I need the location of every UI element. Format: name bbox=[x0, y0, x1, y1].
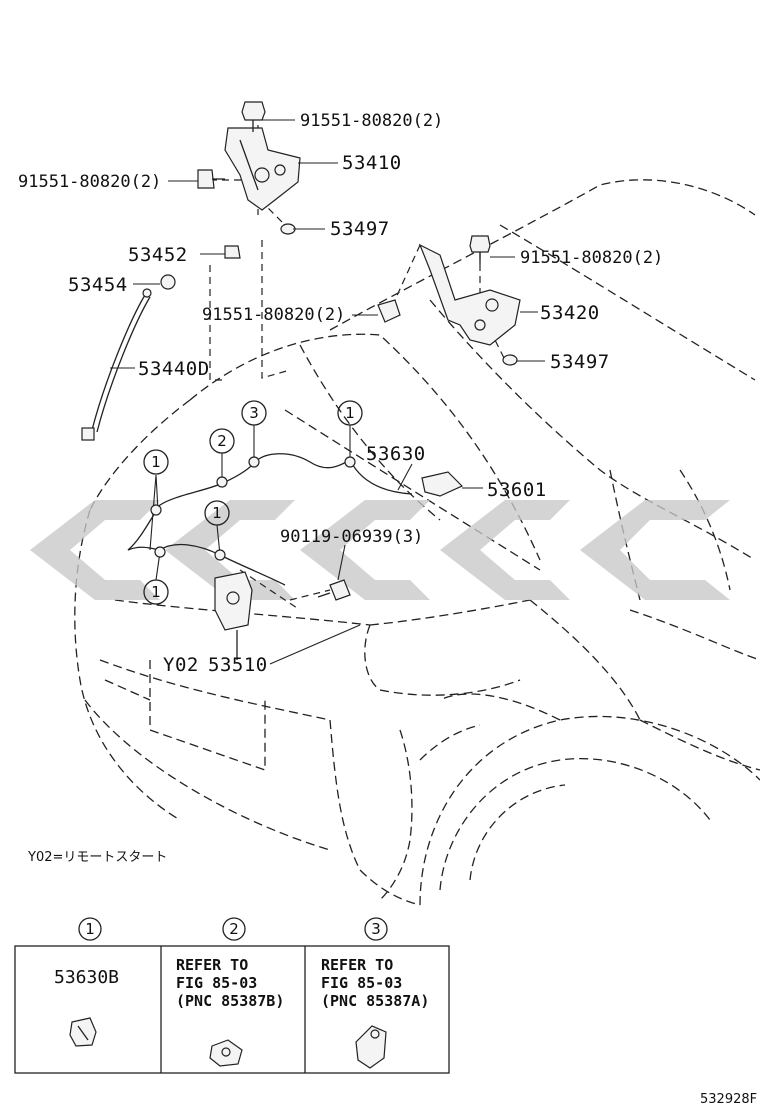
part-53454-icon bbox=[160, 274, 176, 290]
hinge-right-assembly[interactable] bbox=[418, 243, 521, 346]
label-lock-prefix[interactable]: Y02 bbox=[163, 654, 199, 676]
remote-start-note: Y02=リモートスタート bbox=[27, 850, 167, 865]
figure-code: 532928F bbox=[700, 1092, 757, 1107]
legend-col3-line2: FIG 85-03 bbox=[321, 974, 402, 992]
car-body-outline bbox=[74, 179, 760, 906]
clip-85387a-icon bbox=[355, 1025, 387, 1069]
label-support-rod[interactable]: 53440D bbox=[138, 358, 210, 380]
label-bolt-center[interactable]: 91551-80820(2) bbox=[202, 305, 345, 325]
screw-icon bbox=[317, 579, 351, 601]
svg-text:3: 3 bbox=[249, 404, 259, 422]
legend-col2-line2: FIG 85-03 bbox=[176, 974, 257, 992]
label-hinge-left[interactable]: 53410 bbox=[342, 152, 402, 174]
latch-release-icon bbox=[421, 471, 464, 497]
label-hinge-right[interactable]: 53420 bbox=[540, 302, 600, 324]
label-bolt-top-hinge-left[interactable]: 91551-80820(2) bbox=[300, 111, 443, 131]
legend-part-53630b[interactable]: 53630B bbox=[54, 967, 119, 988]
cushion-left-icon bbox=[280, 223, 296, 235]
support-rod[interactable] bbox=[81, 288, 152, 441]
bolt-center-icon bbox=[377, 299, 401, 323]
label-bolt-left-side[interactable]: 91551-80820(2) bbox=[18, 172, 161, 192]
label-cable[interactable]: 53630 bbox=[366, 443, 426, 465]
label-part-53452[interactable]: 53452 bbox=[128, 244, 188, 266]
label-screw[interactable]: 90119-06939(3) bbox=[280, 527, 423, 547]
bolt-top-right-icon bbox=[469, 235, 491, 264]
watermark bbox=[30, 500, 730, 600]
legend-num-3: 3 bbox=[371, 920, 381, 938]
svg-text:1: 1 bbox=[345, 404, 355, 422]
svg-text:1: 1 bbox=[212, 504, 222, 522]
svg-text:2: 2 bbox=[217, 432, 227, 450]
label-cushion-right[interactable]: 53497 bbox=[550, 351, 610, 373]
legend-col3-line1: REFER TO bbox=[321, 956, 393, 974]
callout-1-left: 1 bbox=[143, 449, 169, 475]
hood-lock-assembly[interactable] bbox=[214, 571, 253, 660]
clip-85387b-icon bbox=[209, 1039, 243, 1067]
label-cushion-left[interactable]: 53497 bbox=[330, 218, 390, 240]
callout-1-bottom: 1 bbox=[143, 579, 169, 605]
bolt-left-side-icon bbox=[197, 169, 225, 189]
legend-table: 1 2 3 53630B REFER TO FIG 85-03 (PNC 853… bbox=[14, 917, 450, 1074]
assembly-guides bbox=[209, 125, 506, 611]
label-bolt-top-right-hinge[interactable]: 91551-80820(2) bbox=[520, 248, 663, 268]
legend-col3-line3[interactable]: (PNC 85387A) bbox=[321, 992, 429, 1010]
clip-53630b-icon bbox=[69, 1017, 97, 1047]
callout-3-top: 3 bbox=[241, 400, 267, 426]
legend-col2-line3[interactable]: (PNC 85387B) bbox=[176, 992, 284, 1010]
label-part-53454[interactable]: 53454 bbox=[68, 274, 128, 296]
callout-1-middle: 1 bbox=[204, 500, 230, 526]
hinge-left-assembly[interactable] bbox=[224, 127, 301, 211]
callout-1-top-right: 1 bbox=[337, 400, 363, 426]
svg-text:1: 1 bbox=[151, 453, 161, 471]
part-53452-icon bbox=[224, 245, 241, 259]
legend-num-2: 2 bbox=[229, 920, 239, 938]
label-lock[interactable]: 53510 bbox=[208, 654, 268, 676]
label-latch-release[interactable]: 53601 bbox=[487, 479, 547, 501]
cushion-right-icon bbox=[502, 354, 518, 366]
cable-clips bbox=[150, 456, 356, 561]
legend-col2-line1: REFER TO bbox=[176, 956, 248, 974]
legend-num-1: 1 bbox=[85, 920, 95, 938]
leader-lines bbox=[110, 119, 545, 665]
callout-2: 2 bbox=[209, 428, 235, 454]
svg-text:1: 1 bbox=[151, 583, 161, 601]
